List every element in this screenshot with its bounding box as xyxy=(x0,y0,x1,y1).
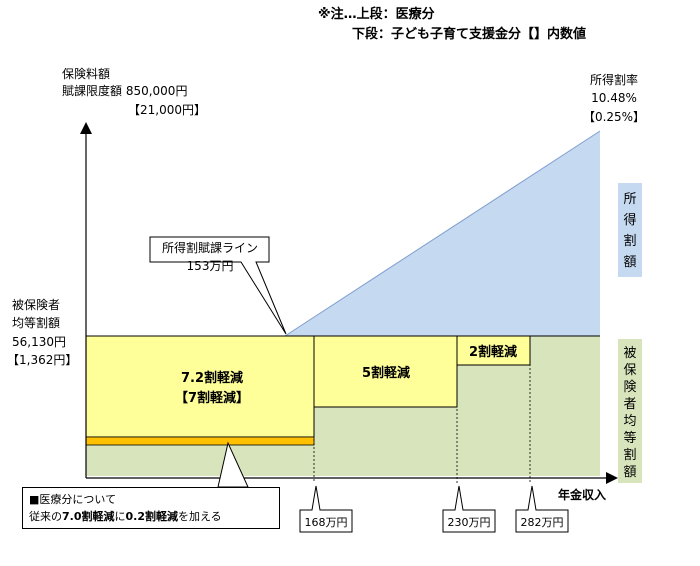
income-side-char: 額 xyxy=(623,255,636,270)
flat-side-char: 等 xyxy=(623,430,636,446)
flat-side-char: 均 xyxy=(623,414,636,429)
income-rate-slope xyxy=(284,130,601,337)
income-side-char: 割 xyxy=(623,233,636,249)
legend-text: 従来の xyxy=(29,510,62,523)
income-side-char: 得 xyxy=(623,212,636,228)
rate-sub: 【0.25%】 xyxy=(583,110,645,124)
flat-side-char: 険 xyxy=(623,380,636,395)
cap-label: 賦課限度額 850,000円 xyxy=(62,83,187,98)
cap-sub: 【21,000円】 xyxy=(128,103,206,117)
flat-side-char: 額 xyxy=(623,465,636,480)
tick-230-box xyxy=(442,485,496,533)
reduction-72-label: 7.2割軽減 xyxy=(181,370,243,386)
flat-side-label: 被 保 険 者 均 等 割 額 xyxy=(623,346,636,480)
callout-box xyxy=(149,236,287,335)
legend-highlight: 0.2割軽減 xyxy=(125,510,179,523)
flat-side-char: 被 xyxy=(623,346,636,361)
tick-230-label: 230万円 xyxy=(448,516,491,529)
reduction-72-sub: 【7割軽減】 xyxy=(175,390,249,406)
x-axis-label: 年金収入 xyxy=(558,487,606,502)
callout-line-2: 153万円 xyxy=(187,259,234,273)
income-side-label: 所 得 割 額 xyxy=(623,192,636,270)
tick-168-box xyxy=(299,485,353,533)
tick-282-label: 282万円 xyxy=(521,516,564,529)
rate-title: 所得割率 xyxy=(590,72,638,87)
legend-note: ■医療分について 従来の7.0割軽減に0.2割軽減を加える xyxy=(22,487,280,529)
note-line-2: 下段：子ども子育て支援金分【】内数値 xyxy=(352,26,586,42)
legend-line-1: ■医療分について xyxy=(29,493,117,506)
note-line-1: ※注…上段：医療分 xyxy=(318,6,435,22)
rate-value: 10.48% xyxy=(591,91,637,105)
legend-line-2: 従来の7.0割軽減に0.2割軽減を加える xyxy=(29,508,279,525)
income-side-char: 所 xyxy=(623,192,636,207)
flat-value: 56,130円 xyxy=(12,335,66,349)
reduction-5-label: 5割軽減 xyxy=(362,365,410,381)
legend-highlight: 7.0割軽減 xyxy=(62,510,115,523)
tick-282-box xyxy=(515,485,569,533)
income-side-label-bg xyxy=(618,183,642,277)
legend-text: を加える xyxy=(178,510,222,523)
reduction-2-label: 2割軽減 xyxy=(469,344,517,360)
flat-title-2: 均等割額 xyxy=(12,315,60,330)
callout-line-1: 所得割賦課ライン xyxy=(162,240,258,255)
flat-side-label-bg xyxy=(618,339,642,483)
y-axis-title: 保険料額 xyxy=(62,67,110,81)
legend-text: に xyxy=(114,510,126,523)
reduction-72-block xyxy=(85,335,315,438)
flat-title-1: 被保険者 xyxy=(12,298,60,312)
flat-sub: 【1,362円】 xyxy=(7,353,77,367)
flat-side-char: 者 xyxy=(623,397,636,412)
flat-side-char: 割 xyxy=(623,447,636,463)
reduction-5-block xyxy=(313,335,458,408)
tick-168-label: 168万円 xyxy=(305,516,348,529)
extra-reduction-bar xyxy=(85,436,315,446)
flat-side-char: 保 xyxy=(623,363,636,378)
